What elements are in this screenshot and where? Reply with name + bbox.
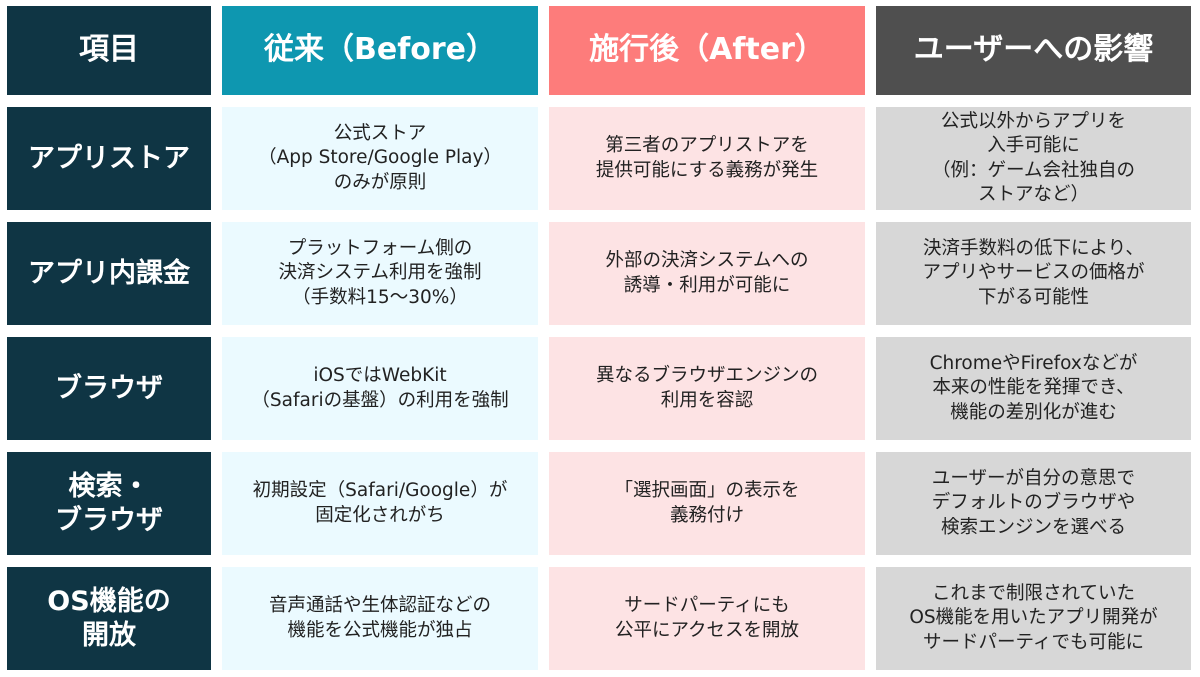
- header-before: 従来（Before）: [222, 6, 538, 95]
- header-item: 項目: [7, 6, 211, 95]
- cell-before: 初期設定（Safari/Google）が 固定化されがち: [222, 452, 538, 555]
- header-after: 施行後（After）: [549, 6, 865, 95]
- row-label-app-store: アプリストア: [7, 107, 211, 210]
- header-impact: ユーザーへの影響: [876, 6, 1191, 95]
- cell-before: プラットフォーム側の 決済システム利用を強制 （手数料15〜30%）: [222, 222, 538, 325]
- cell-before: iOSではWebKit （Safariの基盤）の利用を強制: [222, 337, 538, 440]
- row-label-search-browser: 検索・ ブラウザ: [7, 452, 211, 555]
- row-label-os-features: OS機能の 開放: [7, 567, 211, 670]
- cell-before: 公式ストア （App Store/Google Play） のみが原則: [222, 107, 538, 210]
- comparison-table: 項目 従来（Before） 施行後（After） ユーザーへの影響 アプリストア…: [7, 6, 1191, 670]
- cell-impact: ChromeやFirefoxなどが 本来の性能を発揮でき、 機能の差別化が進む: [876, 337, 1191, 440]
- cell-impact: これまで制限されていた OS機能を用いたアプリ開発が サードパーティでも可能に: [876, 567, 1191, 670]
- cell-after: 「選択画面」の表示を 義務付け: [549, 452, 865, 555]
- row-label-in-app-billing: アプリ内課金: [7, 222, 211, 325]
- cell-after: 異なるブラウザエンジンの 利用を容認: [549, 337, 865, 440]
- cell-after: 外部の決済システムへの 誘導・利用が可能に: [549, 222, 865, 325]
- cell-before: 音声通話や生体認証などの 機能を公式機能が独占: [222, 567, 538, 670]
- cell-after: サードパーティにも 公平にアクセスを開放: [549, 567, 865, 670]
- row-label-browser: ブラウザ: [7, 337, 211, 440]
- cell-impact: 決済手数料の低下により、 アプリやサービスの価格が 下がる可能性: [876, 222, 1191, 325]
- cell-impact: 公式以外からアプリを 入手可能に （例：ゲーム会社独自の ストアなど）: [876, 107, 1191, 210]
- cell-impact: ユーザーが自分の意思で デフォルトのブラウザや 検索エンジンを選べる: [876, 452, 1191, 555]
- cell-after: 第三者のアプリストアを 提供可能にする義務が発生: [549, 107, 865, 210]
